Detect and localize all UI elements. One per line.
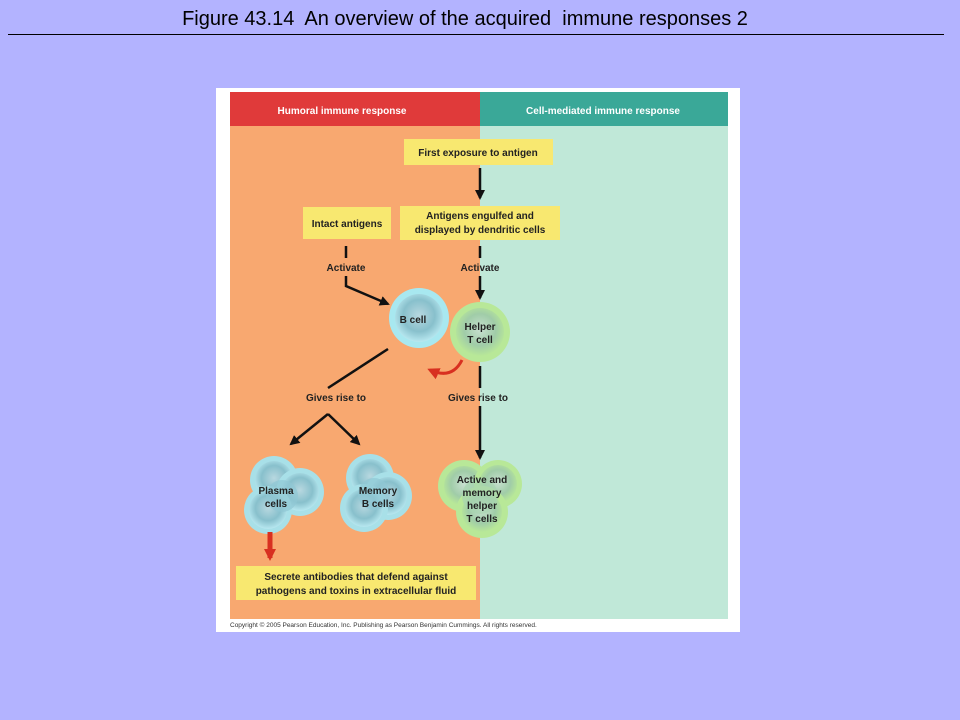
intact-antigens-box: [303, 207, 391, 239]
plasma-label-line2: cells: [265, 499, 288, 510]
gives-rise-left-label: Gives rise to: [306, 393, 366, 404]
cell-mediated-header: [480, 92, 728, 126]
secrete-antibodies-box: [236, 566, 476, 600]
helper-t-cell-shape: [450, 302, 510, 362]
active-memory-t-cells-shape: [438, 460, 522, 538]
active-t-label-line2: memory: [463, 488, 502, 499]
plasma-cells-shape: [244, 456, 324, 534]
diagram-canvas: Humoral immune response Cell-mediated im…: [230, 92, 728, 629]
cell-mediated-panel: [480, 92, 728, 619]
cell-mediated-header-label: Cell-mediated immune response: [526, 106, 680, 117]
arrow-to-memory-b: [327, 413, 361, 446]
secrete-label-line2: pathogens and toxins in extracellular fl…: [256, 586, 457, 597]
arrow-intact-to-bcell: [344, 276, 390, 306]
activate-right-label: Activate: [461, 263, 500, 274]
helper-stimulates-bcell-arrow: [427, 359, 464, 380]
engulfed-label-line1: Antigens engulfed and: [426, 211, 534, 222]
helper-t-label-line2: T cell: [467, 335, 493, 346]
title-underline: [8, 34, 944, 35]
humoral-header-label: Humoral immune response: [278, 106, 407, 117]
copyright-text: Copyright © 2005 Pearson Education, Inc.…: [230, 621, 537, 629]
activate-left-label: Activate: [327, 263, 366, 274]
b-cell-shape: [389, 288, 449, 348]
active-t-label-line4: T cells: [466, 514, 498, 525]
b-cell-label: B cell: [400, 315, 427, 326]
plasma-label-line1: Plasma: [258, 486, 293, 497]
memory-b-label-line2: B cells: [362, 499, 395, 510]
gives-rise-right-label: Gives rise to: [448, 393, 508, 404]
memory-b-label-line1: Memory: [359, 486, 398, 497]
humoral-header: [230, 92, 480, 126]
active-t-label-line3: helper: [467, 501, 497, 512]
engulfed-antigens-box: [400, 206, 560, 240]
secrete-label-line1: Secrete antibodies that defend against: [264, 572, 448, 583]
slide-title: Figure 43.14 An overview of the acquired…: [182, 8, 748, 30]
immune-response-figure: Humoral immune response Cell-mediated im…: [216, 88, 740, 632]
first-exposure-box: [404, 139, 553, 165]
first-exposure-label: First exposure to antigen: [418, 148, 537, 159]
intact-antigens-label: Intact antigens: [312, 219, 383, 230]
arrow-to-plasma: [289, 413, 329, 446]
memory-b-cells-shape: [340, 454, 412, 532]
helper-t-label-line1: Helper: [464, 322, 495, 333]
active-t-label-line1: Active and: [457, 475, 508, 486]
bcell-branch-line: [327, 347, 389, 390]
engulfed-label-line2: displayed by dendritic cells: [415, 225, 546, 236]
